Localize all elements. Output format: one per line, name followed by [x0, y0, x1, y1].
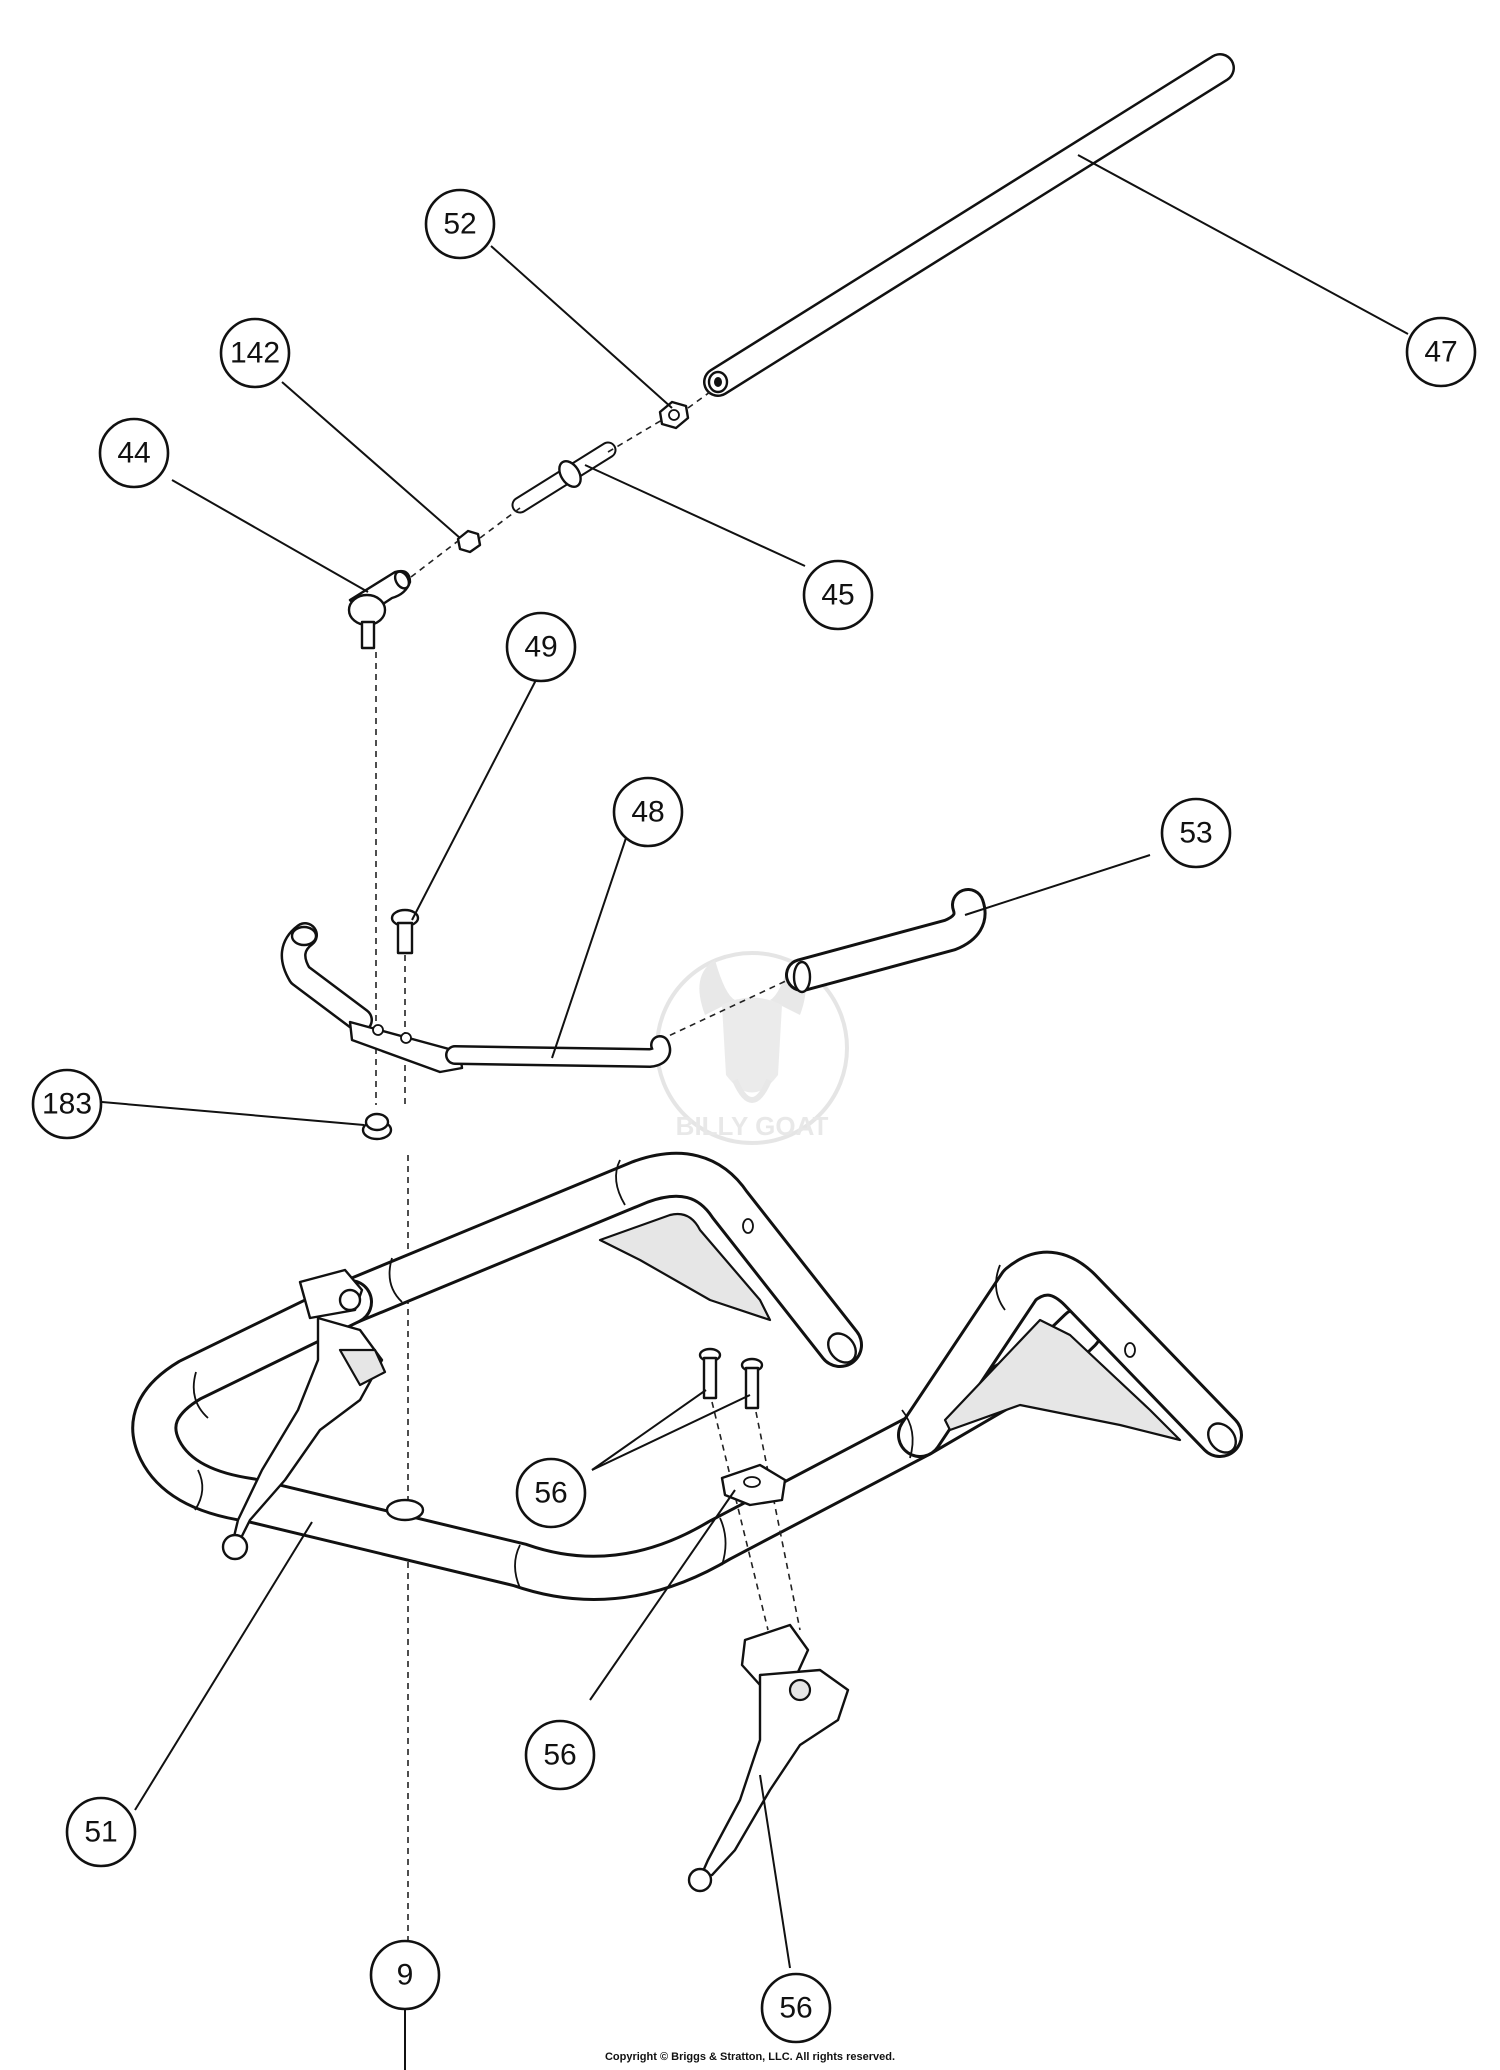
callout-51[interactable]: 51 [65, 1796, 137, 1868]
callout-183[interactable]: 183 [31, 1068, 103, 1140]
leader-53 [964, 854, 1151, 916]
svg-text:44: 44 [117, 437, 150, 470]
assembly-line [607, 419, 663, 453]
svg-text:56: 56 [534, 1477, 567, 1510]
svg-text:142: 142 [230, 337, 280, 370]
leader-52 [490, 245, 673, 409]
callout-56-clamp[interactable]: 56 [524, 1719, 596, 1791]
assembly-line [755, 1411, 801, 1631]
part-142-nut [456, 529, 482, 554]
part-49-bolt [390, 908, 420, 955]
part-47-tube [703, 53, 1235, 397]
leader-183 [101, 1101, 365, 1126]
assembly-line [410, 540, 459, 578]
leader-44 [171, 479, 369, 593]
leader-56a [591, 1389, 707, 1471]
leader-48 [551, 837, 627, 1059]
leader-56b [589, 1489, 736, 1701]
svg-text:52: 52 [443, 208, 476, 241]
assembly-line [659, 971, 806, 1041]
part-44-ball-joint [347, 569, 412, 650]
leader-56c [759, 1774, 791, 1969]
part-52-nut [658, 400, 690, 430]
assembly-line [479, 507, 521, 539]
svg-text:49: 49 [524, 631, 557, 664]
part-183-flange-nut [361, 1112, 393, 1141]
callout-56-lever[interactable]: 56 [760, 1972, 832, 2044]
leader-142 [281, 381, 461, 539]
svg-text:51: 51 [84, 1816, 117, 1849]
part-53-grip [785, 888, 987, 994]
svg-text:9: 9 [397, 1959, 414, 1992]
leader-56a-2 [591, 1394, 751, 1471]
callout-52[interactable]: 52 [424, 188, 496, 260]
svg-text:56: 56 [779, 1992, 812, 2025]
callout-9[interactable]: 9 [369, 1939, 441, 2011]
left-lever-assembly [221, 1268, 387, 1561]
svg-text:56: 56 [543, 1739, 576, 1772]
assembly-line [687, 391, 711, 409]
callout-56-bolts[interactable]: 56 [515, 1457, 587, 1529]
leader-49 [411, 679, 537, 921]
callout-49[interactable]: 49 [505, 611, 577, 683]
svg-text:47: 47 [1424, 336, 1457, 369]
part-45-rod [511, 441, 617, 514]
callout-47[interactable]: 47 [1405, 316, 1477, 388]
copyright-notice: Copyright © Briggs & Stratton, LLC. All … [604, 2051, 896, 2063]
part-48-shift-lever [280, 922, 672, 1074]
svg-text:48: 48 [631, 796, 664, 829]
part-56-brake-lever [687, 1623, 850, 1893]
svg-text:45: 45 [821, 579, 854, 612]
leader-51 [134, 1521, 313, 1811]
part-56-bolts [698, 1347, 764, 1410]
callout-142[interactable]: 142 [219, 317, 291, 389]
callout-53[interactable]: 53 [1160, 797, 1232, 869]
watermark-text: BILLY GOAT [676, 1111, 829, 1141]
callout-44[interactable]: 44 [98, 417, 170, 489]
svg-text:53: 53 [1179, 817, 1212, 850]
leader-45 [584, 464, 806, 567]
part-51-handle-frame [131, 1151, 1243, 1601]
callout-48[interactable]: 48 [612, 776, 684, 848]
part-56-clamp [720, 1463, 787, 1507]
svg-text:183: 183 [42, 1088, 92, 1121]
leader-47 [1077, 154, 1409, 335]
callout-45[interactable]: 45 [802, 559, 874, 631]
